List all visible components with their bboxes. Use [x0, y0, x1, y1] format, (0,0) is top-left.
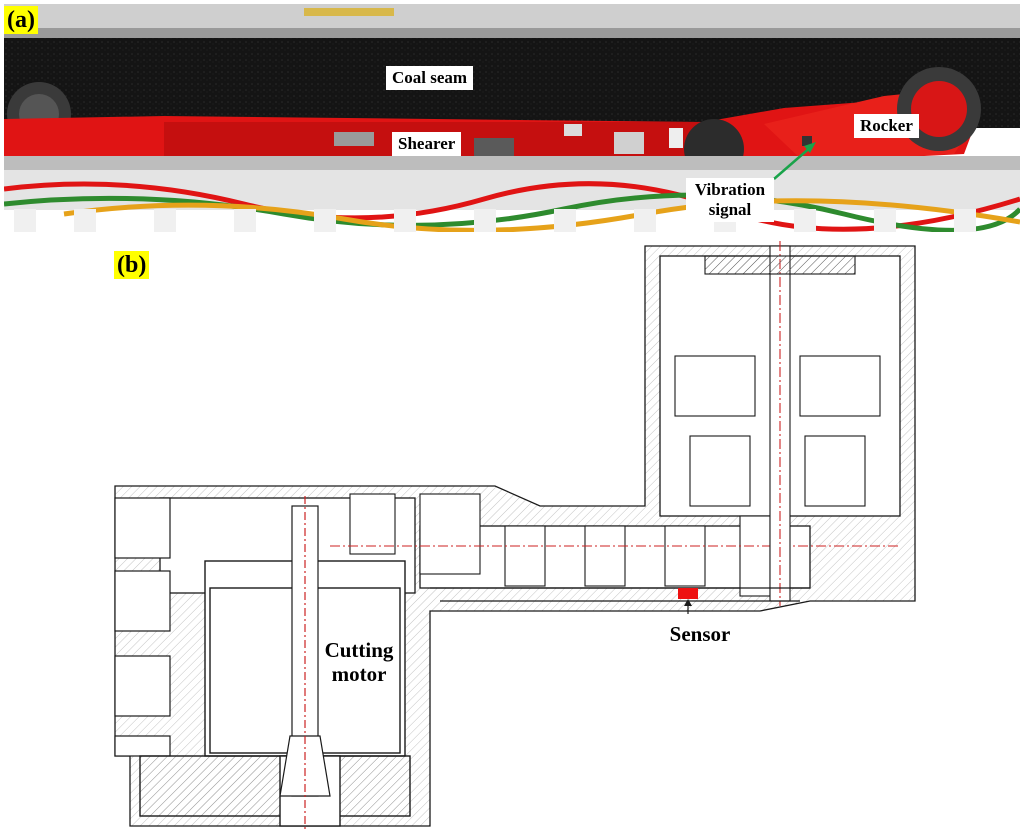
conveyor-rail — [4, 156, 1020, 170]
motor-label-line1: Cutting — [324, 638, 394, 662]
output-gear-stack — [674, 241, 881, 606]
mounting-flanges — [114, 497, 171, 757]
shearer-photo-panel: (a) Coal seam Shearer Rocker Vibration s… — [4, 4, 1020, 232]
gearbox-cross-section-panel: (b) Cutting motor Sensor — [0, 236, 1024, 833]
cutting-motor-label: Cutting motor — [314, 638, 404, 686]
vibration-label-line2: signal — [708, 200, 752, 219]
vibration-label-line1: Vibration — [694, 180, 766, 199]
shearer-label: Shearer — [392, 132, 462, 156]
panel-a-tag: (a) — [4, 6, 38, 34]
sensor-label: Sensor — [669, 622, 731, 646]
gearbox-cross-section — [114, 241, 916, 831]
sensor-arrow — [684, 599, 692, 614]
coal-seam-label: Coal seam — [386, 66, 474, 90]
motor-label-line2: motor — [331, 662, 387, 686]
rocker-label: Rocker — [854, 114, 919, 138]
motor-shaft — [279, 496, 331, 831]
panel-b-tag: (b) — [114, 251, 150, 279]
hydraulic-supports — [14, 209, 976, 232]
sensor-marker — [678, 588, 698, 599]
vibration-arrow — [773, 142, 816, 180]
vibration-signal-label: Vibration signal — [686, 178, 774, 222]
gear-train — [330, 493, 900, 597]
cover-plate — [430, 587, 810, 602]
